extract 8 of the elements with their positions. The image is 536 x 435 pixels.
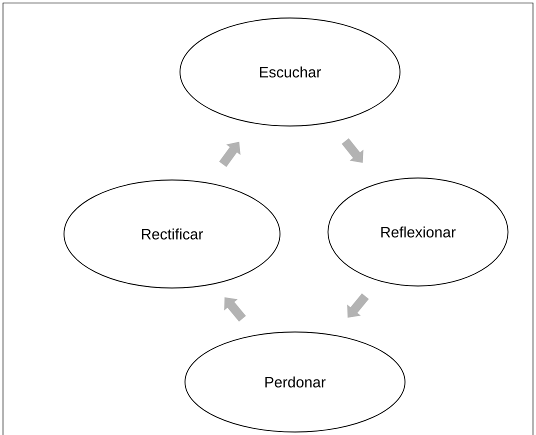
- ellipse-node: Rectificar: [64, 180, 280, 288]
- block-arrow: [342, 138, 364, 163]
- ellipse-node: Reflexionar: [328, 178, 508, 286]
- block-arrow: [219, 142, 240, 167]
- block-arrow: [347, 293, 369, 318]
- block-arrow: [224, 297, 246, 322]
- ellipse-node: Escuchar: [180, 18, 400, 126]
- ellipse-node: Perdonar: [184, 332, 406, 432]
